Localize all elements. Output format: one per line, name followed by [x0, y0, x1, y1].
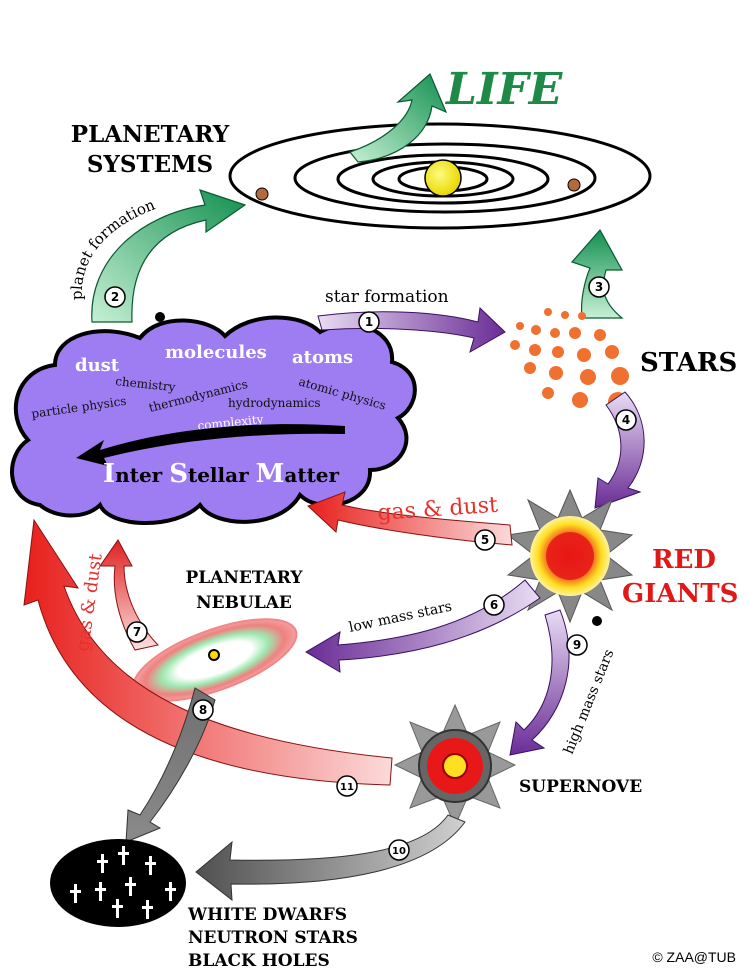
- red-giants-label-line1: RED: [652, 545, 716, 575]
- supernova-gas-dust-arrow: [23, 518, 393, 786]
- supernove-label: SUPERNOVE: [519, 777, 642, 797]
- stars-to-planets-arrow: [570, 228, 624, 319]
- svg-text:1: 1: [365, 315, 373, 329]
- step-badge-4: 4: [615, 409, 637, 431]
- red-giants-gas-dust-arrow: [307, 491, 513, 546]
- svg-text:2: 2: [111, 290, 119, 304]
- sun-icon: [424, 159, 462, 197]
- stars-to-red-giants-arrow: [594, 391, 645, 509]
- supernova-to-remnants-arrow: [195, 814, 466, 902]
- svg-text:5: 5: [481, 533, 489, 547]
- nebula-to-remnants-arrow: [125, 687, 216, 843]
- supernova-icon: [393, 703, 517, 828]
- chemistry-label: chemistry: [115, 374, 177, 394]
- interstellar-matter-label: Inter Stellar Matter: [103, 459, 340, 489]
- step-badge-11: 11: [336, 775, 358, 797]
- svg-text:9: 9: [573, 638, 581, 652]
- step-badge-2: 2: [104, 286, 126, 308]
- remnants-label-line3: BLACK HOLES: [188, 951, 330, 971]
- remnants-icon: [50, 839, 186, 927]
- planet-icon: [255, 187, 269, 201]
- svg-text:8: 8: [199, 703, 207, 717]
- remnants-label-line1: WHITE DWARFS: [187, 905, 347, 925]
- planetary-nebulae-label-line2: NEBULAE: [196, 593, 292, 613]
- red-giant-dot-marker: [592, 616, 602, 626]
- nebula-core-icon: [208, 649, 220, 661]
- planetary-nebulae-label-line1: PLANETARY: [185, 568, 303, 588]
- svg-text:4: 4: [622, 413, 630, 427]
- life-arrow: [348, 73, 448, 163]
- high-mass-stars-label: high mass stars: [561, 647, 618, 756]
- step-badge-9: 9: [566, 634, 588, 656]
- svg-text:11: 11: [340, 782, 354, 793]
- cloud-internal-arrow: [76, 424, 345, 466]
- planetary-system-illustration: [228, 122, 652, 230]
- planetary-systems-label-line2: SYSTEMS: [87, 151, 213, 178]
- planet-formation-arrow: [91, 189, 247, 323]
- copyright-label: © ZAA@TUB: [652, 949, 736, 965]
- planet-icon: [567, 178, 581, 192]
- star-formation-label: star formation: [325, 287, 449, 307]
- high-mass-stars-arrow: [509, 609, 570, 756]
- step-badge-5: 5: [474, 529, 496, 551]
- star-cluster-illustration: [510, 308, 629, 412]
- step-badge-8: 8: [192, 699, 214, 721]
- molecules-label: molecules: [165, 342, 267, 363]
- svg-text:6: 6: [490, 598, 498, 612]
- life-label: LIFE: [444, 64, 564, 115]
- interstellar-matter-cloud: [10, 315, 417, 525]
- supernova-gas-dust-label: gas & dust: [72, 551, 107, 652]
- step-badge-7: 7: [126, 621, 148, 643]
- red-giant-icon: [506, 488, 634, 624]
- atoms-label: atoms: [292, 347, 353, 368]
- remnants-label-line2: NEUTRON STARS: [188, 928, 358, 948]
- step-badge-6: 6: [483, 594, 505, 616]
- red-giants-gas-dust-label: gas & dust: [377, 493, 499, 526]
- stars-label: STARS: [640, 348, 737, 378]
- cloud-dot-marker: [155, 312, 165, 322]
- svg-text:10: 10: [392, 846, 406, 857]
- step-badge-3: 3: [588, 276, 610, 298]
- svg-text:7: 7: [133, 625, 141, 639]
- red-giants-label-line2: GIANTS: [622, 579, 738, 609]
- step-badge-10: 10: [388, 839, 410, 861]
- step-badge-1: 1: [358, 311, 380, 333]
- dust-label: dust: [75, 355, 120, 376]
- low-mass-stars-arrow: [305, 579, 541, 673]
- svg-text:3: 3: [595, 280, 603, 294]
- step-badges: 1 2 3 4 5 6 7 8 9 10 11: [104, 276, 637, 861]
- planetary-systems-label-line1: PLANETARY: [71, 121, 230, 148]
- hydrodynamics-label: hydrodynamics: [228, 396, 321, 410]
